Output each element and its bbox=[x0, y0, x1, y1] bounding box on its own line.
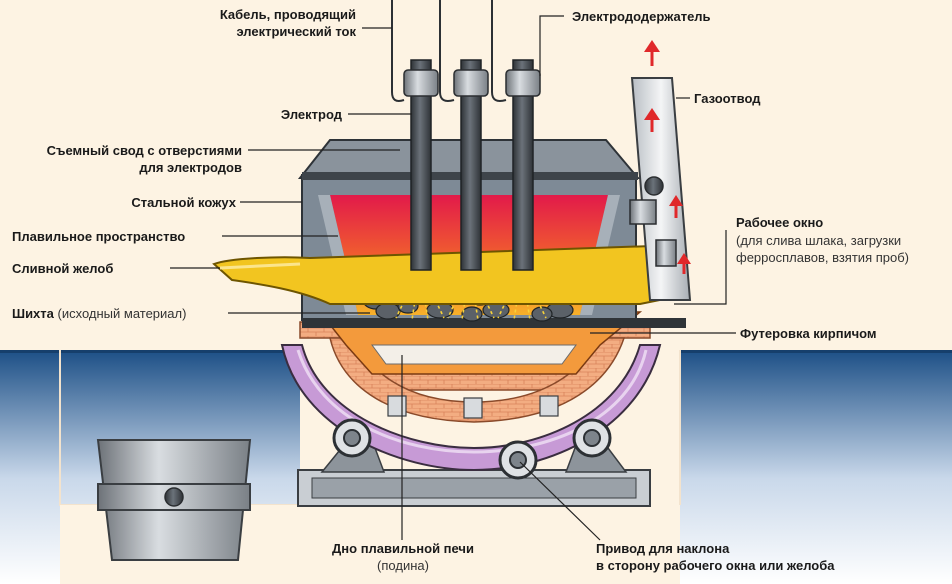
label-charge: Шихта (исходный материал) bbox=[12, 306, 187, 321]
label-gas-outlet: Газоотвод bbox=[694, 91, 761, 106]
electrode-holders bbox=[403, 69, 541, 97]
label-electrode: Электрод bbox=[280, 107, 342, 122]
ground bbox=[0, 350, 952, 584]
wheels bbox=[332, 418, 612, 480]
label-lining: Футеровка кирпичом bbox=[740, 326, 877, 341]
label-hearth-note: (подина) bbox=[377, 558, 429, 573]
label-charge-note: (исходный материал) bbox=[57, 306, 187, 321]
gas-outlet bbox=[629, 77, 692, 301]
label-roof: Съемный свод с отверстиями для электродо… bbox=[4, 142, 242, 176]
label-cable-line1: Кабель, проводящий bbox=[219, 7, 356, 22]
label-drive-line2: в сторону рабочего окна или желоба bbox=[596, 558, 835, 573]
label-work-window-note-line2: ферросплавов, взятия проб) bbox=[736, 250, 909, 265]
label-electrode-holder: Электрододержатель bbox=[572, 9, 711, 24]
rocker-pan bbox=[280, 344, 662, 472]
electrodes bbox=[410, 59, 534, 271]
label-drive: Привод для наклона в сторону рабочего ок… bbox=[596, 540, 835, 574]
ladle bbox=[96, 439, 252, 561]
cables bbox=[391, 0, 507, 102]
label-work-window: Рабочее окно bbox=[736, 215, 824, 230]
label-drive-line1: Привод для наклона bbox=[596, 541, 730, 556]
label-spout: Сливной желоб bbox=[12, 261, 114, 276]
label-roof-line1: Съемный свод с отверстиями bbox=[46, 143, 242, 158]
label-hearth: Дно плавильной печи (подина) bbox=[332, 541, 474, 573]
label-cable: Кабель, проводящий электрический ток bbox=[150, 6, 356, 40]
label-work-window-note-line1: (для слива шлака, загрузки bbox=[736, 233, 902, 248]
label-melting-space: Плавильное пространство bbox=[12, 229, 186, 244]
label-roof-line2: для электродов bbox=[139, 160, 242, 175]
label-cable-line2: электрический ток bbox=[236, 24, 356, 39]
gas-flow-arrows bbox=[644, 40, 691, 274]
leader-lines bbox=[170, 15, 736, 541]
label-work-window-note: (для слива шлака, загрузки ферросплавов,… bbox=[736, 232, 909, 266]
label-steel-shell: Стальной кожух bbox=[131, 195, 236, 210]
spout bbox=[212, 244, 662, 305]
